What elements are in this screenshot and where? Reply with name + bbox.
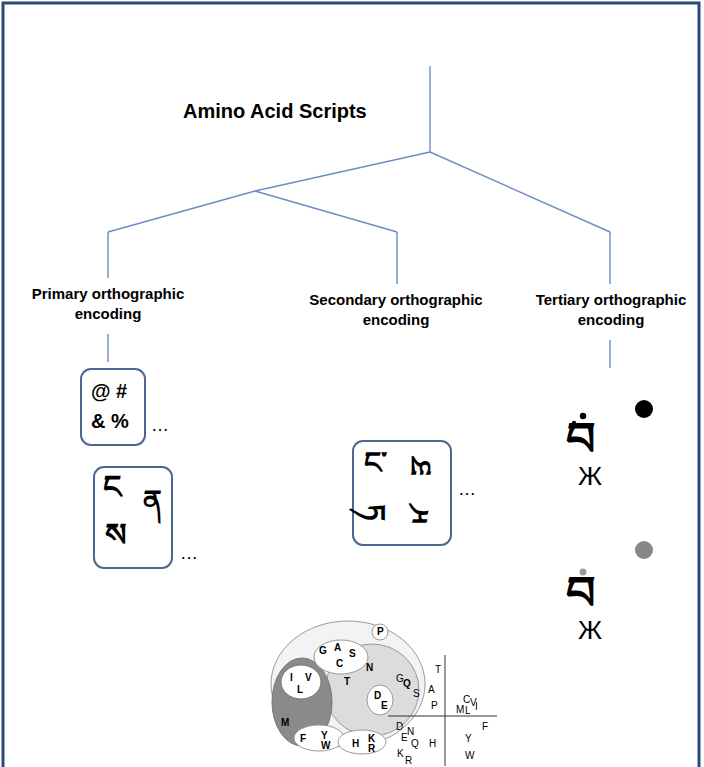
amino-acid-letter: W xyxy=(321,740,330,751)
amino-acid-letter: C xyxy=(463,694,470,705)
category-label: Secondary orthographic encoding xyxy=(294,290,498,331)
tertiary-glyph: བ xyxy=(566,414,595,465)
amino-acid-letter: I xyxy=(290,672,293,683)
amino-acid-letter: P xyxy=(377,626,384,637)
amino-acid-letter: L xyxy=(465,705,471,716)
tertiary-glyph: བ xyxy=(566,568,595,619)
script-glyph: @ # xyxy=(91,380,127,402)
symbol-box: @ # & % xyxy=(80,368,146,446)
amino-acid-letter: F xyxy=(300,733,306,744)
amino-acid-letter: D xyxy=(396,721,403,732)
amino-acid-letter: G xyxy=(396,673,404,684)
scatter-axes xyxy=(388,655,497,766)
symbol-box: ང་ ཡ ཏ ར xyxy=(352,440,452,546)
script-glyph: ཏ xyxy=(358,504,391,521)
ellipsis: … xyxy=(151,416,169,436)
amino-acid-letter: Q xyxy=(411,738,419,749)
tertiary-glyph: Ж xyxy=(578,616,602,645)
amino-acid-letter: G xyxy=(319,645,327,656)
amino-acid-letter: S xyxy=(413,688,420,699)
amino-acid-letter: W xyxy=(465,750,474,761)
symbol-box: ངནས xyxy=(93,466,173,569)
amino-acid-letter: Y xyxy=(321,730,328,741)
amino-acid-letter: H xyxy=(352,738,359,749)
amino-acid-letter: A xyxy=(334,642,341,653)
script-glyph: ང་ xyxy=(364,446,387,479)
amino-acid-letter: C xyxy=(336,658,343,669)
amino-acid-letter: A xyxy=(428,684,435,695)
frame xyxy=(3,3,699,767)
amino-acid-letter: T xyxy=(344,676,350,687)
amino-acid-letter: F xyxy=(482,721,488,732)
amino-acid-letter: N xyxy=(366,662,373,673)
amino-acid-letter: K xyxy=(397,748,404,759)
amino-acid-letter: L xyxy=(297,684,303,695)
amino-acid-letter: K xyxy=(368,733,375,744)
amino-acid-letter: V xyxy=(305,672,312,683)
category-label: Tertiary orthographic encoding xyxy=(522,290,700,331)
diagram-title: Amino Acid Scripts xyxy=(183,100,367,122)
amino-acid-letter: R xyxy=(368,743,375,754)
amino-acid-letter: H xyxy=(429,738,436,749)
amino-acid-letter: N xyxy=(407,726,414,737)
amino-acid-letter: E xyxy=(381,700,388,711)
tree-lines xyxy=(108,66,610,368)
amino-acid-letter: D xyxy=(374,690,381,701)
amino-acid-letter: I xyxy=(475,701,478,712)
script-glyph: ཡ xyxy=(410,448,432,481)
amino-acid-letter: R xyxy=(405,755,412,766)
ellipsis: … xyxy=(458,480,476,500)
ellipsis: … xyxy=(180,544,198,564)
tertiary-glyph: Ж xyxy=(578,462,602,491)
amino-acid-letter: Y xyxy=(465,733,472,744)
amino-acid-letter: E xyxy=(401,732,408,743)
script-glyph: ན xyxy=(143,486,162,517)
category-label: Primary orthographic encoding xyxy=(18,284,198,325)
amino-acid-letter: Q xyxy=(403,678,411,689)
amino-acid-letter: S xyxy=(349,648,356,659)
script-glyph: ས xyxy=(105,518,127,553)
venn-diagram xyxy=(271,621,425,754)
script-glyph: ང xyxy=(103,470,121,505)
script-glyph: ར xyxy=(410,496,429,529)
script-glyph: & % xyxy=(91,410,129,432)
amino-acid-letter: M xyxy=(456,704,464,715)
amino-acid-letter: M xyxy=(281,717,289,728)
amino-acid-letter: T xyxy=(435,664,441,675)
amino-acid-letter: P xyxy=(431,700,438,711)
